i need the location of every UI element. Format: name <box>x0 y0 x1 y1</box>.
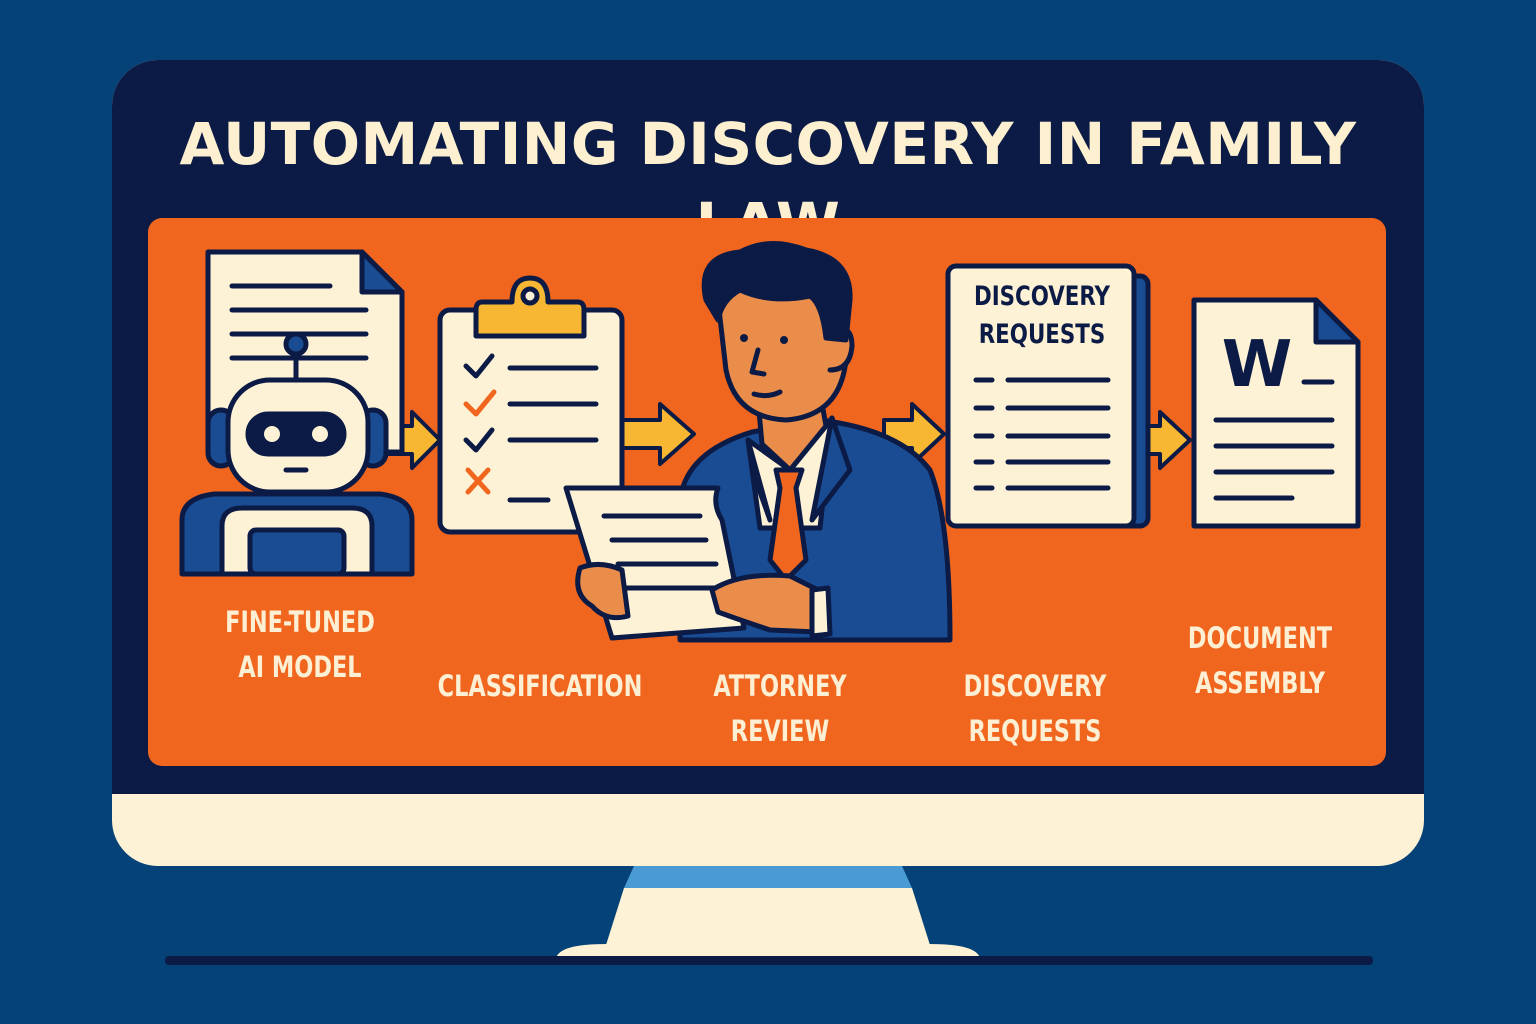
discovery-document-heading-line2: REQUESTS <box>978 319 1106 350</box>
discovery-document-heading-line1: DISCOVERY <box>973 281 1111 312</box>
step-label-attorney-review: ATTORNEY REVIEW <box>677 664 883 754</box>
step-label-line: REQUESTS <box>968 714 1102 748</box>
word-letter: W <box>1221 328 1293 402</box>
attorney-reading-icon <box>563 240 953 643</box>
discovery-document-heading: DISCOVERY REQUESTS <box>959 278 1124 354</box>
arrow-icon <box>620 402 696 466</box>
step-label-ai-model: FINE-TUNED AI MODEL <box>197 600 403 690</box>
step-label-line: CLASSIFICATION <box>437 669 643 703</box>
step-label-document-assembly: DOCUMENT ASSEMBLY <box>1157 616 1363 706</box>
discovery-requests-document-icon <box>945 263 1151 529</box>
page-title: AUTOMATING DISCOVERY IN FAMILY LAW <box>179 110 1357 258</box>
robot-icon <box>179 249 415 577</box>
monitor-stand <box>165 866 1373 965</box>
step-label-line: DISCOVERY <box>963 669 1107 703</box>
clipboard-checklist-icon <box>437 275 625 535</box>
step-label-classification: CLASSIFICATION <box>411 664 669 709</box>
step-label-line: REVIEW <box>730 714 830 748</box>
step-label-line: ASSEMBLY <box>1195 666 1325 700</box>
step-label-discovery-requests: DISCOVERY REQUESTS <box>928 664 1143 754</box>
step-label-line: DOCUMENT <box>1187 621 1333 655</box>
word-document-icon <box>1191 297 1361 529</box>
step-label-line: FINE-TUNED <box>225 605 375 639</box>
step-label-line: ATTORNEY <box>713 669 847 703</box>
step-label-line: AI MODEL <box>238 650 362 684</box>
